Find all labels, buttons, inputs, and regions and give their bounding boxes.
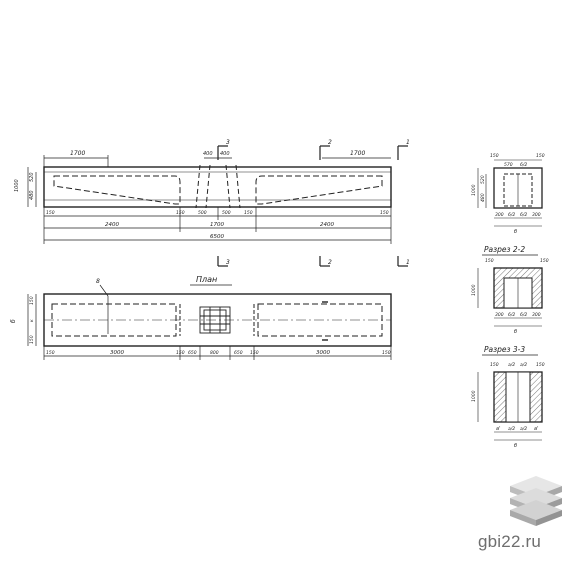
elev-dim-top-4: 1700	[350, 150, 365, 157]
elev-dim-top-3: 400	[220, 151, 230, 157]
elev-dim-top-2: 400	[203, 151, 213, 157]
plan-view	[27, 284, 392, 360]
elev-dim-b2-1: 2400	[105, 222, 119, 228]
elevation-view	[27, 145, 408, 267]
plan-title: План	[196, 275, 217, 284]
section-3-3	[477, 371, 543, 441]
logo-stack-icon	[510, 476, 562, 526]
cut-marks	[217, 145, 408, 267]
s11-dim-total: б	[514, 229, 517, 235]
logo-text: gbi22.ru	[478, 532, 542, 551]
plan-dim-b-2: 3000	[110, 350, 124, 356]
elev-dim-b1-5: 150	[244, 210, 253, 216]
s22-dim-top-2: 150	[540, 258, 549, 264]
elev-dim-b1-4: 500	[222, 210, 231, 216]
cut-mark-2-bottom: 2	[328, 259, 332, 266]
section-1-1	[477, 159, 543, 227]
s33-dim-top-1: 150	[490, 362, 499, 368]
right-void	[255, 175, 383, 205]
plan-dim-b-4: 650	[188, 350, 197, 356]
elev-dim-b1-1: 150	[46, 210, 55, 216]
s33-dim-top-2: а/2	[508, 362, 515, 368]
elev-dim-total: 6500	[210, 234, 224, 240]
s11-dim-b-2: 6/2	[508, 212, 515, 218]
s33-dim-b-2: а/2	[508, 426, 515, 432]
cut-mark-3-bottom: 3	[226, 259, 230, 266]
s22-dim-b-1: 300	[495, 312, 504, 318]
s11-dim-top-2: 570	[504, 162, 513, 168]
plan-dim-b-8: 3000	[316, 350, 330, 356]
s22-title: Разрез 2-2	[484, 245, 525, 254]
cut-mark-1-bottom: 1	[406, 259, 410, 266]
s33-dim-b-3: а/2	[520, 426, 527, 432]
s33-dim-top-4: 150	[536, 362, 545, 368]
s11-dim-left-3: 520	[480, 175, 486, 184]
s33-dim-b-1: а'	[496, 426, 500, 432]
plan-dim-b-3: 150	[176, 350, 185, 356]
plan-dim-left-3: к	[30, 319, 35, 322]
s33-dim-b-4: а'	[534, 426, 538, 432]
s11-dim-top-4: 150	[536, 153, 545, 159]
s11-dim-b-3: 6/2	[520, 212, 527, 218]
cut-mark-1-top: 1	[406, 139, 410, 146]
elev-dim-left-3: 520	[29, 172, 35, 182]
plan-dim-left-4: 150	[29, 335, 35, 344]
elev-dim-b2-2: 1700	[210, 222, 224, 228]
s11-dim-top-3: 6/2	[520, 162, 527, 168]
s22-dim-total: б	[514, 329, 517, 335]
elev-dim-left-1: 1000	[14, 179, 20, 192]
s11-dim-left-1: 1000	[471, 184, 477, 196]
plan-dim-b-7: 150	[250, 350, 259, 356]
elev-dim-b2-3: 2400	[320, 222, 334, 228]
central-opening-plan	[199, 306, 231, 334]
beam-outline	[43, 166, 392, 208]
plan-dim-b-5: 800	[210, 350, 219, 356]
s22-dim-b-4: 300	[532, 312, 541, 318]
s22-dim-top-1: 150	[485, 258, 494, 264]
plan-dim-left-2: 150	[29, 296, 35, 305]
left-void	[53, 175, 181, 205]
plan-dim-left-1: б	[10, 319, 17, 323]
s22-dim-left-1: 1000	[471, 284, 477, 296]
elev-dim-b1-2: 150	[176, 210, 185, 216]
plan-dim-b-9: 150	[382, 350, 391, 356]
elev-dim-left-2: 480	[29, 190, 35, 200]
s33-dim-top-3: а/2	[520, 362, 527, 368]
s33-title: Разрез 3-3	[484, 345, 525, 354]
section-2-2	[477, 267, 543, 327]
s11-dim-top-1: 150	[490, 153, 499, 159]
cut-mark-2-top: 2	[328, 139, 332, 146]
plan-dim-b-6: 650	[234, 350, 243, 356]
s11-dim-left-2: 480	[480, 193, 486, 202]
plan-dim-b-1: 150	[46, 350, 55, 356]
elev-dim-b1-6: 150	[380, 210, 389, 216]
elev-dim-top-1: 1700	[70, 150, 85, 157]
s22-dim-b-3: 6/2	[520, 312, 527, 318]
s33-dim-total: б	[514, 443, 517, 449]
cut-mark-3-top: 3	[226, 139, 230, 146]
s11-dim-b-4: 300	[532, 212, 541, 218]
s33-dim-left-1: 1000	[471, 390, 477, 402]
s11-dim-b-1: 300	[495, 212, 504, 218]
s22-dim-b-2: 6/2	[508, 312, 515, 318]
plan-marker: 8	[96, 278, 100, 285]
elev-dim-b1-3: 500	[198, 210, 207, 216]
central-opening	[195, 164, 241, 209]
